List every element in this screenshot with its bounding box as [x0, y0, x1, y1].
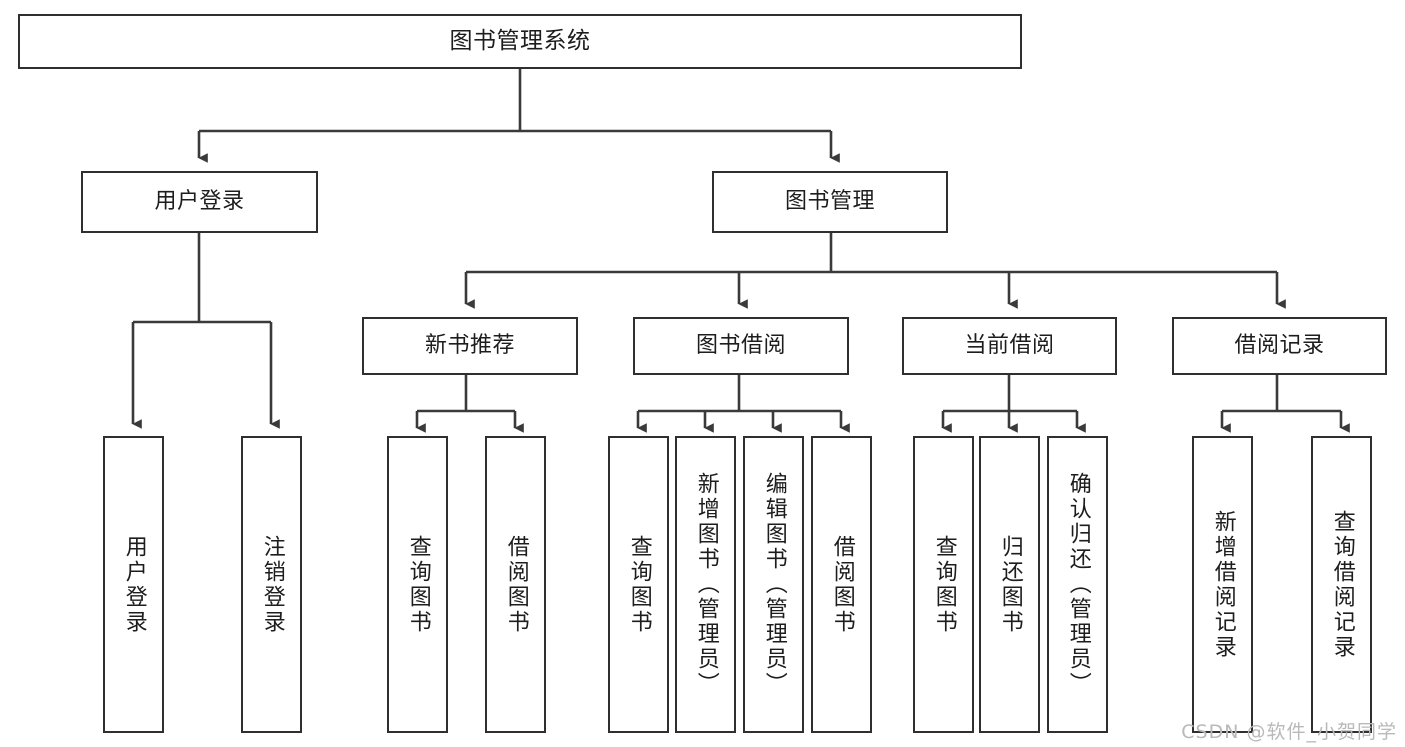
node-label: 借阅图书	[829, 534, 855, 635]
node-borrowing-record[interactable]: 借阅记录	[1172, 317, 1387, 375]
node-label: 新增借阅记录	[1210, 509, 1236, 660]
node-root-book-management-system[interactable]: 图书管理系统	[18, 14, 1022, 69]
node-new-book-recommendation[interactable]: 新书推荐	[362, 317, 578, 375]
leaf-query-borrow-record[interactable]: 查询借阅记录	[1311, 436, 1372, 733]
node-label: 新增图书（管理员）	[693, 472, 719, 697]
node-label: 查询图书	[405, 534, 431, 635]
node-label: 图书管理	[784, 188, 875, 214]
node-label: 查询图书	[626, 534, 652, 635]
node-label: 新书推荐	[424, 332, 515, 358]
node-user-login[interactable]: 用户登录	[81, 171, 318, 233]
node-label: 图书管理系统	[449, 27, 591, 54]
node-label: 借阅图书	[503, 534, 529, 635]
node-label: 归还图书	[997, 534, 1023, 635]
node-label: 注销登录	[259, 534, 285, 635]
leaf-query-book-recommendation[interactable]: 查询图书	[387, 436, 448, 733]
node-label: 确认归还（管理员）	[1065, 472, 1091, 697]
node-current-borrowing[interactable]: 当前借阅	[902, 317, 1117, 375]
node-label: 查询图书	[931, 534, 957, 635]
leaf-query-book-borrowing[interactable]: 查询图书	[608, 436, 669, 733]
node-label: 用户登录	[154, 188, 245, 214]
leaf-user-logout[interactable]: 注销登录	[241, 436, 302, 733]
leaf-add-book-admin[interactable]: 新增图书（管理员）	[675, 436, 736, 733]
node-book-borrowing[interactable]: 图书借阅	[633, 317, 849, 375]
node-label: 用户登录	[121, 534, 147, 635]
leaf-confirm-return-admin[interactable]: 确认归还（管理员）	[1047, 436, 1108, 733]
leaf-edit-book-admin[interactable]: 编辑图书（管理员）	[743, 436, 804, 733]
node-label: 图书借阅	[695, 332, 786, 358]
leaf-add-borrow-record[interactable]: 新增借阅记录	[1192, 436, 1253, 733]
leaf-user-login[interactable]: 用户登录	[103, 436, 164, 733]
leaf-borrow-book-recommendation[interactable]: 借阅图书	[485, 436, 546, 733]
node-label: 编辑图书（管理员）	[761, 472, 787, 697]
leaf-return-book[interactable]: 归还图书	[979, 436, 1040, 733]
leaf-query-book-current[interactable]: 查询图书	[913, 436, 974, 733]
node-label: 查询借阅记录	[1329, 509, 1355, 660]
node-label: 借阅记录	[1234, 332, 1325, 358]
csdn-watermark: CSDN @软件_小贺同学	[1181, 721, 1397, 743]
node-label: 当前借阅	[964, 332, 1055, 358]
node-book-management[interactable]: 图书管理	[712, 171, 948, 233]
leaf-borrow-book-borrowing[interactable]: 借阅图书	[811, 436, 872, 733]
